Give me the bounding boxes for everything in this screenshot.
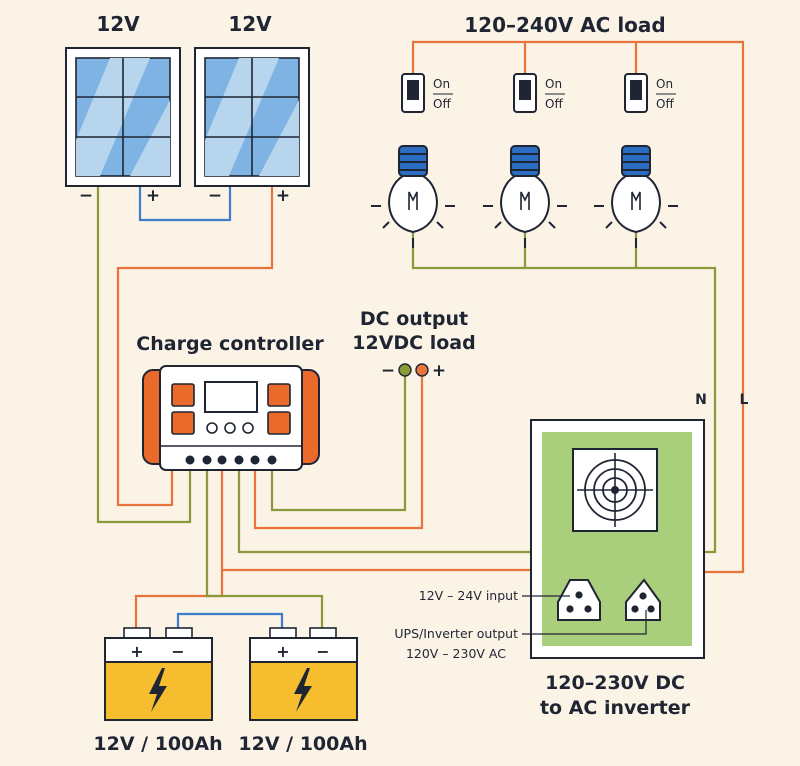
live-label: L [740,392,749,408]
panel-series-wire [138,186,232,222]
battery-1-positive-wire [134,570,224,628]
switch-3-off-label: Off [656,97,674,111]
controller-button[interactable] [224,422,236,434]
terminal-dot [185,455,195,465]
dc-output-negative: − [381,361,395,381]
solar-panel-2: 12V − + [194,12,310,206]
dc-load-negative-wire [270,372,407,512]
dc-output-load: DC output 12VDC load − + [352,308,475,381]
solar-panel-1-label: 12V [96,12,140,36]
controller-display [204,381,258,413]
ac-load-3: On Off [593,73,679,249]
solar-panel-2-negative: − [208,186,222,206]
switch-2-off-label: Off [545,97,563,111]
terminal-dot [217,455,227,465]
solar-panel-2-label: 12V [228,12,272,36]
dc-output-title: DC output [360,308,468,330]
lightning-icon [294,668,312,712]
light-bulb-icon [593,145,679,249]
dc-output-positive: + [432,361,446,381]
switch-2-on-label: On [545,77,562,91]
inverter-title: 120–230V DC [545,672,685,694]
inverter-output-voltage: 120V – 230V AC [406,646,506,661]
switch-1-on-label: On [433,77,450,91]
battery-2-negative: − [316,642,329,661]
battery-series-wire [176,612,284,628]
charge-controller [142,365,320,471]
solar-panel-1-positive: + [146,186,160,206]
light-switch-icon[interactable] [624,73,648,113]
switch-3-on-label: On [656,77,673,91]
neutral-label: N [695,392,707,408]
battery-negative-wire [237,462,580,585]
ac-load-1: On Off [370,73,456,249]
inverter-input-label: 12V – 24V input [419,588,518,603]
charge-controller-title: Charge controller [136,333,324,355]
solar-panel-2-positive: + [276,186,290,206]
terminal-dot [234,455,244,465]
light-switch-icon[interactable] [513,73,537,113]
battery-2-positive: + [276,642,289,661]
terminal-dot [250,455,260,465]
terminal-dot [202,455,212,465]
battery-1: + − 12V / 100Ah [93,627,223,755]
battery-2: + − 12V / 100Ah [238,627,368,755]
light-switch-icon[interactable] [401,73,425,113]
controller-button[interactable] [206,422,218,434]
panel-negative-wire [96,186,192,524]
inverter [530,419,705,659]
lightning-icon [149,668,167,712]
battery-positive-wire [220,462,582,590]
battery-1-positive: + [130,642,143,661]
light-bulb-icon [482,145,568,249]
ac-load-2: On Off [482,73,568,249]
dc-positive-terminal [415,363,429,377]
ac-load-title: 120–240V AC load [464,13,665,37]
light-bulb-icon [370,145,456,249]
battery-1-negative: − [171,642,184,661]
controller-button[interactable] [242,422,254,434]
dc-negative-terminal [398,363,412,377]
terminal-dot [267,455,277,465]
battery-2-negative-wire [205,462,324,628]
switch-1-off-label: Off [433,97,451,111]
dc-load-positive-wire [253,372,424,530]
solar-panel-1-negative: − [79,186,93,206]
battery-1-label: 12V / 100Ah [93,733,222,755]
inverter-output-label: UPS/Inverter output [394,626,518,641]
battery-2-label: 12V / 100Ah [238,733,367,755]
inverter-subtitle: to AC inverter [540,697,691,719]
solar-panel-1: 12V − + [65,12,181,206]
panel-positive-wire [116,186,274,507]
dc-output-subtitle: 12VDC load [352,332,475,354]
